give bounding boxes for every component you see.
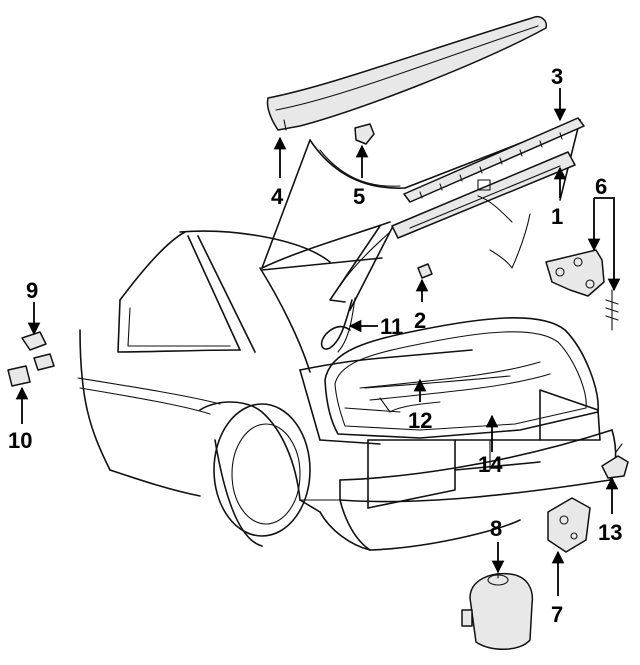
callout-1: 1 xyxy=(551,204,563,229)
callout-labels: 1 2 3 4 5 6 7 8 9 10 11 12 13 14 xyxy=(8,64,622,627)
part-6-latch xyxy=(545,249,619,331)
callout-10: 10 xyxy=(8,428,32,453)
part-2-clip xyxy=(417,263,433,279)
part-8-motor xyxy=(461,565,534,650)
part-11-hinge xyxy=(320,297,356,353)
trunk-lid xyxy=(261,119,581,311)
callout-6: 6 xyxy=(595,174,607,199)
part-4-spoiler xyxy=(266,16,548,131)
callout-11: 11 xyxy=(380,314,403,339)
part-7-lock xyxy=(547,497,591,553)
callout-5: 5 xyxy=(353,184,365,209)
torsion-bar xyxy=(489,213,531,269)
callout-14: 14 xyxy=(478,452,503,477)
car-body xyxy=(77,230,617,551)
part-13-striker xyxy=(601,443,629,479)
callout-2: 2 xyxy=(414,308,426,333)
leader-6b xyxy=(594,197,621,292)
part-3-strip xyxy=(403,117,585,203)
callout-3: 3 xyxy=(551,64,563,89)
part-12-strip xyxy=(364,375,511,413)
callout-12: 12 xyxy=(408,408,432,433)
callout-8: 8 xyxy=(490,516,502,541)
part-9-switch xyxy=(21,331,55,371)
part-5-bracket xyxy=(354,123,375,145)
callout-4: 4 xyxy=(271,184,284,209)
leader-arrows xyxy=(15,88,621,596)
callout-13: 13 xyxy=(598,520,622,545)
part-10-switch xyxy=(7,365,31,387)
callout-9: 9 xyxy=(26,278,38,303)
callout-7: 7 xyxy=(551,602,563,627)
